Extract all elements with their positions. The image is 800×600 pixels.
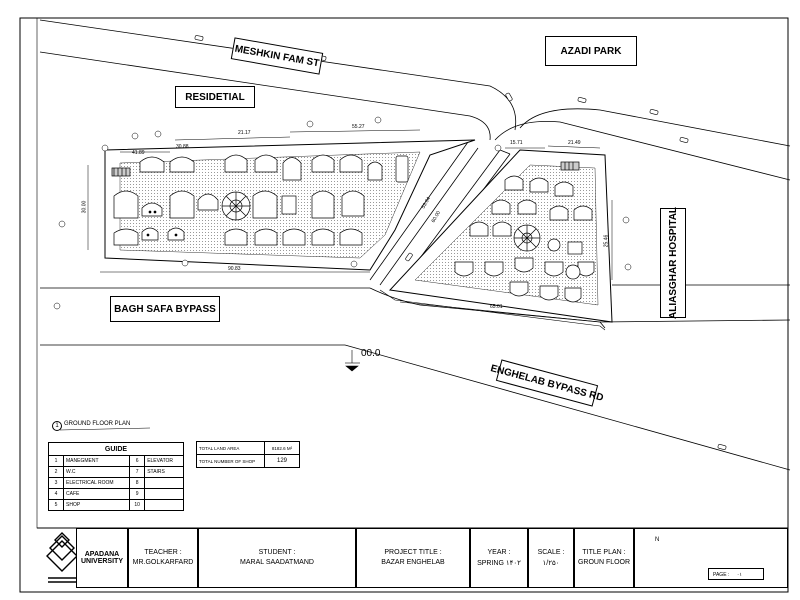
hospital-label: ALIASGHAR HOSPITAL xyxy=(660,207,686,319)
dim-text: 90.83 xyxy=(228,266,241,272)
shop-units-block-1 xyxy=(113,154,383,246)
info-row: TOTAL LAND AREA 8182.6 M² xyxy=(196,441,300,455)
university-logo xyxy=(46,532,78,583)
guide-label xyxy=(144,488,184,500)
guide-num: 6 xyxy=(129,455,146,467)
bagh-safa-label: BAGH SAFA BYPASS xyxy=(110,296,220,322)
plan-label: TITLE PLAN : xyxy=(582,549,626,556)
azadi-park-label: AZADI PARK xyxy=(545,36,637,66)
area-info-table: TOTAL LAND AREA 8182.6 M² TOTAL NUMBER O… xyxy=(196,441,300,468)
guide-label: MANEGMENT xyxy=(62,455,131,467)
guide-num: 4 xyxy=(48,488,64,500)
bagh-road xyxy=(40,284,791,471)
guide-label: SHOP xyxy=(62,499,131,511)
guide-num: 5 xyxy=(48,499,64,511)
guide-title: GUIDE xyxy=(48,442,184,456)
project-name: BAZAR ENGHELAB xyxy=(381,559,445,566)
guide-num: 2 xyxy=(48,466,64,478)
callouts-block-1 xyxy=(58,116,382,268)
page-box: PAGE : ۰۱ xyxy=(708,568,764,580)
level-value: 00.0 xyxy=(361,348,381,359)
scale-label: SCALE : xyxy=(537,549,565,556)
guide-num: 7 xyxy=(129,466,146,478)
residential-label: RESIDETIAL xyxy=(175,86,255,108)
dim-text: 21.17 xyxy=(238,130,251,136)
callouts-block-2 xyxy=(53,144,632,310)
info-row: TOTAL NUMBER OF SHOP 129 xyxy=(196,454,300,468)
dim-text: 41.89 xyxy=(132,150,145,156)
dim-text: 21.49 xyxy=(568,140,581,146)
title-block-scale: SCALE : ۱/۲۵۰ xyxy=(528,528,574,588)
project-label: PROJECT TITLE : xyxy=(384,549,442,556)
title-block-plan: TITLE PLAN : GROUN FLOOR xyxy=(574,528,634,588)
level-marker xyxy=(345,350,360,372)
guide-num: 1 xyxy=(48,455,64,467)
teacher-label: TEACHER : xyxy=(144,549,182,556)
dim-text: 30.00 xyxy=(81,200,88,214)
guide-num: 10 xyxy=(129,499,146,511)
scale-value: ۱/۲۵۰ xyxy=(542,560,560,567)
guide-row: 2 W.C 7 STAIRS xyxy=(48,466,184,478)
year-value: SPRING ۱۴۰۲ xyxy=(477,560,521,567)
guide-num: 3 xyxy=(48,477,64,489)
guide-row: 1 MANEGMENT 6 ELEVATOR xyxy=(48,455,184,467)
building-block-1 xyxy=(87,129,476,273)
dim-text: 65.01 xyxy=(490,304,503,310)
dim-text: 25.46 xyxy=(603,234,610,248)
info-value: 8182.6 M² xyxy=(264,441,300,455)
stairs-block-1 xyxy=(221,191,251,221)
page-label: PAGE : xyxy=(713,572,730,578)
title-block-student: STUDENT : MARAL SAADATMAND xyxy=(198,528,356,588)
guide-label: STAIRS xyxy=(144,466,184,478)
university-name: APADANA UNIVERSITY xyxy=(80,551,123,565)
info-label: TOTAL LAND AREA xyxy=(196,441,265,455)
title-block-project: PROJECT TITLE : BAZAR ENGHELAB xyxy=(356,528,470,588)
guide-row: 4 CAFE 9 xyxy=(48,488,184,500)
info-value: 129 xyxy=(264,454,300,468)
guide-row: 5 SHOP 10 xyxy=(48,499,184,511)
teacher-name: MR.GOLKARFARD xyxy=(132,559,194,566)
north-label: N xyxy=(655,537,660,543)
year-label: YEAR : xyxy=(487,549,511,556)
guide-row: 3 ELECTRICAL ROOM 8 xyxy=(48,477,184,489)
meshkin-road xyxy=(39,19,791,181)
stairs-block-2 xyxy=(513,161,583,280)
page-number: ۰۱ xyxy=(736,572,743,578)
plan-value: GROUN FLOOR xyxy=(577,559,631,566)
guide-label xyxy=(144,477,184,489)
guide-label: W.C xyxy=(62,466,131,478)
guide-table: GUIDE 1 MANEGMENT 6 ELEVATOR 2 W.C 7 STA… xyxy=(48,442,184,511)
guide-num: 8 xyxy=(129,477,146,489)
student-name: MARAL SAADATMAND xyxy=(240,559,314,566)
title-block-year: YEAR : SPRING ۱۴۰۲ xyxy=(470,528,528,588)
dim-text: 55.27 xyxy=(352,124,365,130)
student-label: STUDENT : xyxy=(258,549,296,556)
title-block-teacher: TEACHER : MR.GOLKARFARD xyxy=(128,528,198,588)
guide-label: ELEVATOR xyxy=(144,455,184,467)
dim-text: 30.88 xyxy=(176,144,189,150)
dim-text: 15.71 xyxy=(510,140,523,146)
guide-label: ELECTRICAL ROOM xyxy=(62,477,131,489)
title-block-university: APADANA UNIVERSITY xyxy=(76,528,128,588)
info-label: TOTAL NUMBER OF SHOP xyxy=(196,454,265,468)
guide-num: 9 xyxy=(129,488,146,500)
plan-title: GROUND FLOOR PLAN xyxy=(64,421,131,427)
wc-block-1 xyxy=(111,155,409,241)
plan-number: 1 xyxy=(52,421,62,431)
guide-label xyxy=(144,499,184,511)
shop-units-block-2 xyxy=(454,175,595,303)
guide-label: CAFE xyxy=(62,488,131,500)
